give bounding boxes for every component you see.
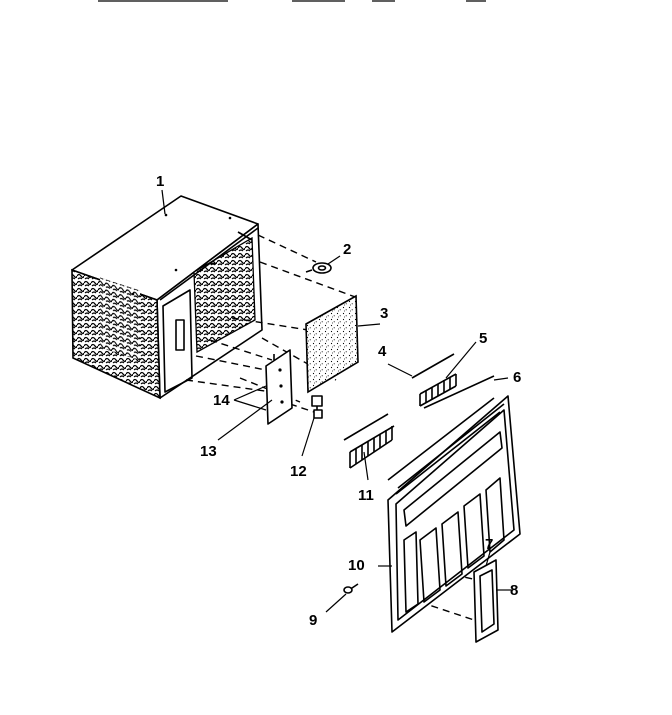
callout-1: 1 [156,173,164,190]
part-9-screw [343,583,359,594]
callout-12: 12 [290,463,307,480]
callout-10: 10 [348,557,365,574]
callout-7: 7 [485,536,493,553]
callout-5: 5 [479,330,487,347]
part-14-bracket [265,349,293,425]
callout-4: 4 [378,343,387,360]
part-3-filter [305,294,359,394]
part-4-strip [411,353,455,379]
part-2-fitting [305,262,332,274]
callout-13: 13 [200,443,217,460]
part-11-louver-set [343,413,395,469]
part-6-rail [423,375,495,409]
callout-3: 3 [380,305,388,322]
cabinet-housing [71,195,263,400]
callout-14: 14 [213,392,230,409]
part-8-door [473,559,499,643]
part-10-front-grille [387,395,521,633]
leader-lines [161,189,512,613]
callout-8: 8 [510,582,518,599]
callout-6: 6 [513,369,521,386]
callout-9: 9 [309,612,317,629]
callout-labels: 1 2 3 4 5 6 7 8 9 10 11 12 13 14 [156,173,521,629]
callout-11: 11 [358,487,374,504]
part-12-clip [311,395,323,419]
part-5-louver [419,373,457,407]
callout-2: 2 [343,241,351,258]
